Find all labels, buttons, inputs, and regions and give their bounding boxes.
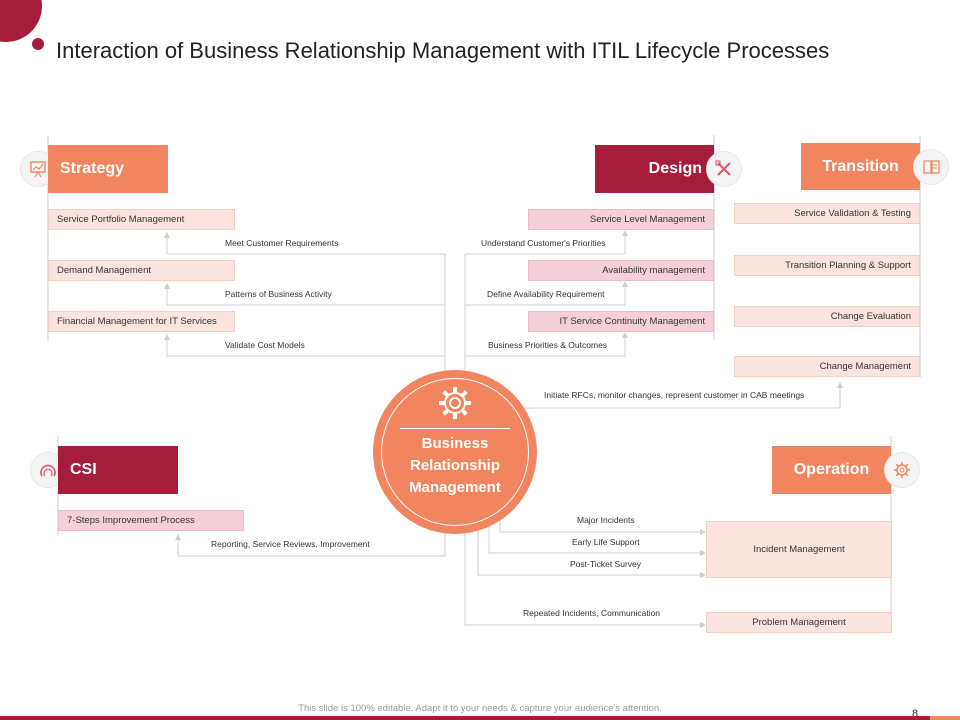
strategy-item-service-portfolio: Service Portfolio Management xyxy=(48,209,235,230)
design-header: Design xyxy=(595,145,714,193)
transition-link-label: Initiate RFCs, monitor changes, represen… xyxy=(544,390,805,400)
operation-link-label: Post-Ticket Survey xyxy=(570,559,642,569)
strategy-link-label: Validate Cost Models xyxy=(225,340,305,350)
transition-item-change-management: Change Management xyxy=(734,356,920,377)
transition-item-planning: Transition Planning & Support xyxy=(734,255,920,276)
design-link-label: Business Priorities & Outcomes xyxy=(488,340,608,350)
footer-bar-accent xyxy=(930,716,960,720)
page-number: 8 xyxy=(912,708,919,720)
design-item-availability: Availability management xyxy=(528,260,714,281)
title-bullet-dot xyxy=(32,38,44,50)
strategy-header: Strategy xyxy=(48,145,168,193)
operation-link-label: Major Incidents xyxy=(577,515,635,525)
transition-header: Transition xyxy=(801,143,920,190)
strategy-item-financial: Financial Management for IT Services xyxy=(48,311,235,332)
gear-icon xyxy=(435,383,475,428)
csi-item-improvement-process: 7-Steps Improvement Process xyxy=(58,510,244,531)
design-link-label: Define Availability Requirement xyxy=(487,289,605,299)
design-item-service-level: Service Level Management xyxy=(528,209,714,230)
csi-header: CSI xyxy=(58,446,178,494)
strategy-link-label: Meet Customer Requirements xyxy=(225,238,339,248)
transition-item-validation: Service Validation & Testing xyxy=(734,203,920,224)
footer-note: This slide is 100% editable. Adapt it to… xyxy=(298,703,662,714)
hub-inner-ring xyxy=(381,378,529,526)
hub-separator xyxy=(400,428,510,429)
design-tools-icon xyxy=(706,151,742,187)
transition-item-change-evaluation: Change Evaluation xyxy=(734,306,920,327)
cog-operation-icon xyxy=(884,452,920,488)
page-title: Interaction of Business Relationship Man… xyxy=(56,38,830,63)
operation-item-problem: Problem Management xyxy=(706,612,892,633)
strategy-item-demand: Demand Management xyxy=(48,260,235,281)
operation-link-label: Early Life Support xyxy=(572,537,640,547)
operation-header: Operation xyxy=(772,446,891,494)
csi-link-label: Reporting, Service Reviews, Improvement xyxy=(211,539,370,549)
operation-item-incident: Incident Management xyxy=(706,521,892,578)
hub-label: Business Relationship Management xyxy=(409,435,501,496)
operation-link-label: Repeated Incidents, Communication xyxy=(523,608,661,618)
footer-bar xyxy=(0,716,960,720)
design-link-label: Understand Customer's Priorities xyxy=(481,238,606,248)
design-item-continuity: IT Service Continuity Management xyxy=(528,311,714,332)
document-transfer-icon xyxy=(913,149,949,185)
strategy-link-label: Patterns of Business Activity xyxy=(225,289,332,299)
